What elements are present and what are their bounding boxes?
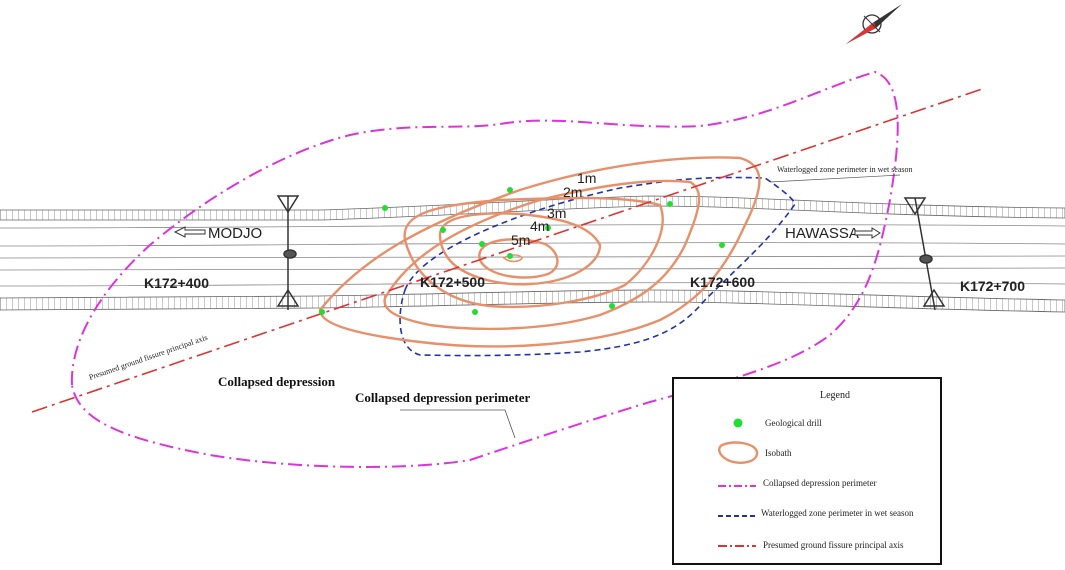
waterlogged-zone-perimeter xyxy=(399,176,796,357)
direction-modjo-label: MODJO xyxy=(208,225,262,242)
waterlogged-zone-annotation: Waterlogged zone perimeter in wet season xyxy=(777,165,913,174)
drill-point xyxy=(719,242,725,248)
geological-drills xyxy=(319,187,725,315)
drill-point xyxy=(667,201,673,207)
chainage-label: K172+400 xyxy=(144,275,209,291)
chainage-label: K172+500 xyxy=(420,274,485,290)
legend-item-perimeter: Collapsed depression perimeter xyxy=(718,478,876,488)
drill-point xyxy=(440,227,446,233)
isobath-label: 2m xyxy=(563,184,582,200)
road-embankment-bottom xyxy=(0,289,1065,313)
direction-hawassa-label: HAWASSA xyxy=(785,225,859,242)
legend-title: Legend xyxy=(820,390,850,401)
isobath-label: 4m xyxy=(530,218,549,234)
legend: Legend Geological drill Isobath Collapse… xyxy=(672,377,942,565)
isobath-core xyxy=(502,254,523,263)
drill-point xyxy=(319,309,325,315)
legend-item-isobath: Isobath xyxy=(718,441,792,464)
isobath-3m xyxy=(403,196,664,309)
drill-point xyxy=(545,225,551,231)
drill-point xyxy=(507,187,513,193)
drill-point xyxy=(507,253,513,259)
north-arrow-icon xyxy=(846,4,902,44)
annotation-leader-line xyxy=(400,409,516,439)
collapsed-depression-perimeter xyxy=(70,70,899,468)
svg-text:Collapsed depression perimeter: Collapsed depression perimeter xyxy=(763,478,876,488)
isobath-label: 3m xyxy=(547,205,566,221)
chainage-label: K172+600 xyxy=(690,274,755,290)
drill-point xyxy=(479,241,485,247)
legend-item-waterlogged: Waterlogged zone perimeter in wet season xyxy=(718,508,914,518)
isobath-2m xyxy=(383,179,701,331)
direction-arrow-left: MODJO xyxy=(173,225,262,242)
collapsed-depression-perimeter-annotation: Collapsed depression perimeter xyxy=(355,390,530,405)
drill-point xyxy=(382,205,388,211)
fissure-principal-axis xyxy=(31,87,986,413)
legend-item-fissure: Presumed ground fissure principal axis xyxy=(718,540,904,550)
isobath-5m xyxy=(478,238,559,279)
svg-text:Isobath: Isobath xyxy=(765,448,792,458)
orange-contour-icon xyxy=(718,441,759,464)
isobath-contours xyxy=(318,156,761,348)
isobath-label: 5m xyxy=(511,232,530,248)
svg-text:Waterlogged zone perimeter in: Waterlogged zone perimeter in wet season xyxy=(761,508,914,518)
drill-point xyxy=(609,303,615,309)
direction-arrow-right: HAWASSA xyxy=(785,225,881,242)
culvert-left xyxy=(276,195,300,310)
drill-point xyxy=(472,309,478,315)
isobath-4m xyxy=(438,212,602,286)
svg-text:Geological drill: Geological drill xyxy=(765,418,822,428)
isobath-label: 1m xyxy=(577,170,596,186)
green-dot-icon xyxy=(733,418,743,428)
collapsed-depression-annotation: Collapsed depression xyxy=(218,374,336,389)
chainage-label: K172+700 xyxy=(960,278,1025,294)
culvert-right xyxy=(903,197,946,311)
svg-text:Presumed ground fissure princi: Presumed ground fissure principal axis xyxy=(763,540,904,550)
legend-item-drill: Geological drill xyxy=(733,418,822,428)
